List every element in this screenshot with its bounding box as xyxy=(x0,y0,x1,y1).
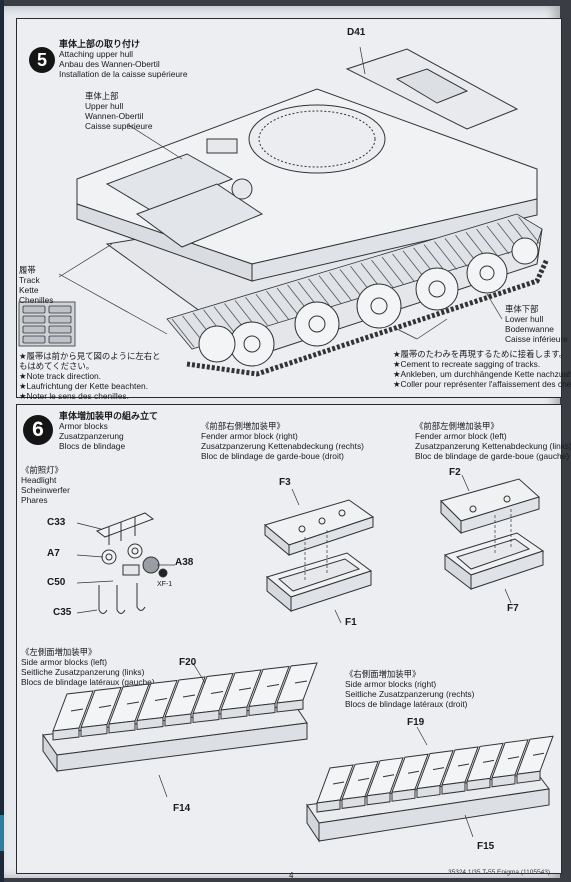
part-f14-label: F14 xyxy=(173,803,191,814)
part-f20-label: F20 xyxy=(179,657,197,668)
part-f2-label: F2 xyxy=(449,467,461,478)
step-5-number: 5 xyxy=(29,47,55,73)
side-right-label: 《右側面増加装甲》 Side armor blocks (right) Seit… xyxy=(345,669,475,709)
part-f1-label: F1 xyxy=(345,617,357,628)
tank-hull-illustration xyxy=(18,46,550,377)
step-5-title: 車体上部の取り付け Attaching upper hull Anbau des… xyxy=(59,39,188,79)
lower-hull-label: 車体下部 Lower hull Bodenwanne Caisse inféri… xyxy=(505,304,568,344)
fender-left-label: 《前部左側増加装甲》 Fender armor block (left) Zus… xyxy=(415,421,571,461)
side-left-label: 《左側面増加装甲》 Side armor blocks (left) Seitl… xyxy=(21,647,155,687)
track-direction-sample xyxy=(18,301,76,347)
upper-hull-label: 車体上部 Upper hull Wannen-Obertil Caisse su… xyxy=(85,91,153,131)
part-c33-label: C33 xyxy=(47,517,66,528)
step-6-title: 車体増加装甲の組み立て Armor blocks Zusatzpanzerung… xyxy=(59,411,159,451)
headlight-label: 《前照灯》 Headlight Scheinwerfer Phares xyxy=(21,465,70,505)
page-number: 4 xyxy=(289,871,294,880)
track-label: 履帯 Track Kette Chenilles xyxy=(19,265,54,305)
part-d41-label: D41 xyxy=(347,27,366,38)
step-5-panel: 5 車体上部の取り付け Attaching upper hull Anbau d… xyxy=(16,18,571,401)
product-code: 35324 1/35 T-55 Enigma (1105543) xyxy=(447,869,550,876)
part-f19-label: F19 xyxy=(407,717,425,728)
part-f3-label: F3 xyxy=(279,477,291,488)
step-6-number: 6 xyxy=(23,415,53,445)
page-edge xyxy=(0,0,4,882)
part-a38-label: A38 xyxy=(175,557,194,568)
cement-note: ★履帯のたわみを再現するために接着します。 ★Cement to recreat… xyxy=(393,349,571,389)
track-direction-note: ★履帯は前から見て図のように左右と もはめてください。 ★Note track … xyxy=(19,351,161,401)
part-c35-label: C35 xyxy=(53,607,72,618)
part-f7-label: F7 xyxy=(507,603,519,614)
instruction-sheet: 5 車体上部の取り付け Attaching upper hull Anbau d… xyxy=(4,6,571,880)
part-f15-label: F15 xyxy=(477,841,495,852)
armor-blocks-illustration xyxy=(42,474,554,843)
part-c50-label: C50 xyxy=(47,577,66,588)
fender-right-label: 《前部右側増加装甲》 Fender armor block (right) Zu… xyxy=(201,421,364,461)
paint-xf1-label: XF-1 xyxy=(157,581,173,588)
step-6-panel: 6 車体増加装甲の組み立て Armor blocks Zusatzpanzeru… xyxy=(16,404,571,874)
part-a7-label: A7 xyxy=(47,548,60,559)
